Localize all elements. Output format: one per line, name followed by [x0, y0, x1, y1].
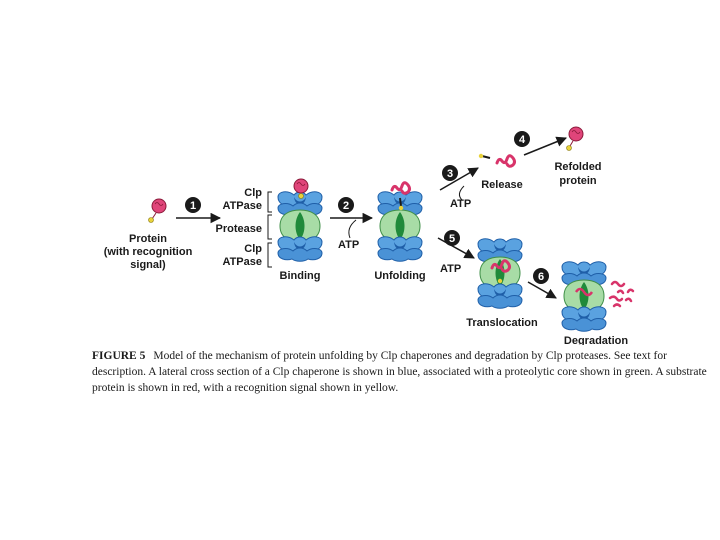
step-3-atp-label: ATP: [450, 198, 471, 210]
step-1-badge: [185, 197, 201, 213]
atpase-top-label: ATPase: [222, 200, 262, 212]
released-protein: [478, 153, 516, 168]
caption-text: Model of the mechanism of protein unfold…: [92, 350, 707, 394]
signal-label: signal): [130, 259, 166, 271]
step-2-badge: [338, 197, 354, 213]
protein-label: Protein: [129, 233, 167, 245]
refolded-label: Refolded: [554, 161, 601, 173]
middle-bracket: [267, 214, 272, 240]
step-4-arrow: [523, 136, 567, 156]
complex-translocation: [477, 238, 523, 309]
translocation-label: Translocation: [466, 317, 538, 329]
step-5-badge: [444, 230, 460, 246]
degraded-fragments: [608, 280, 635, 308]
free-protein: [148, 198, 167, 223]
clp-mechanism-diagram: Protein (with recognition signal) 1 Clp …: [104, 126, 635, 345]
step-2-atp-curve: [348, 219, 357, 239]
step-5-arrow: [437, 237, 475, 259]
with-recognition-label: (with recognition: [104, 246, 193, 258]
step-1-number: 1: [190, 200, 196, 212]
step-5-number: 5: [449, 233, 455, 245]
top-bracket: [267, 191, 272, 213]
degradation-label: Degradation: [564, 335, 628, 345]
refolded-protein-label: protein: [559, 175, 597, 187]
complex-degradation: [561, 261, 607, 332]
binding-label: Binding: [280, 270, 321, 282]
unfolding-label: Unfolding: [374, 270, 425, 282]
bottom-bracket: [267, 242, 272, 268]
step-5-atp-label: ATP: [440, 263, 461, 275]
complex-binding: [277, 178, 323, 262]
step-3-number: 3: [447, 168, 453, 180]
refolded-protein: [566, 126, 584, 151]
clp-top-label: Clp: [244, 187, 262, 199]
step-6-number: 6: [538, 271, 544, 283]
step-3-atp-curve: [458, 185, 465, 201]
release-label: Release: [481, 179, 523, 191]
step-3-arrow: [439, 167, 479, 191]
clp-bottom-label: Clp: [244, 243, 262, 255]
step-6-arrow: [527, 281, 557, 299]
step-3-badge: [442, 165, 458, 181]
atpase-bottom-label: ATPase: [222, 256, 262, 268]
caption-label: FIGURE 5: [92, 350, 146, 362]
recognition-signal: [148, 217, 154, 223]
step-2-number: 2: [343, 200, 349, 212]
step-6-badge: [533, 268, 549, 284]
step-2-atp-label: ATP: [338, 239, 359, 251]
protease-label: Protease: [216, 223, 262, 235]
step-4-number: 4: [519, 134, 526, 146]
step-4-badge: [514, 131, 530, 147]
complex-unfolding: [377, 181, 423, 262]
